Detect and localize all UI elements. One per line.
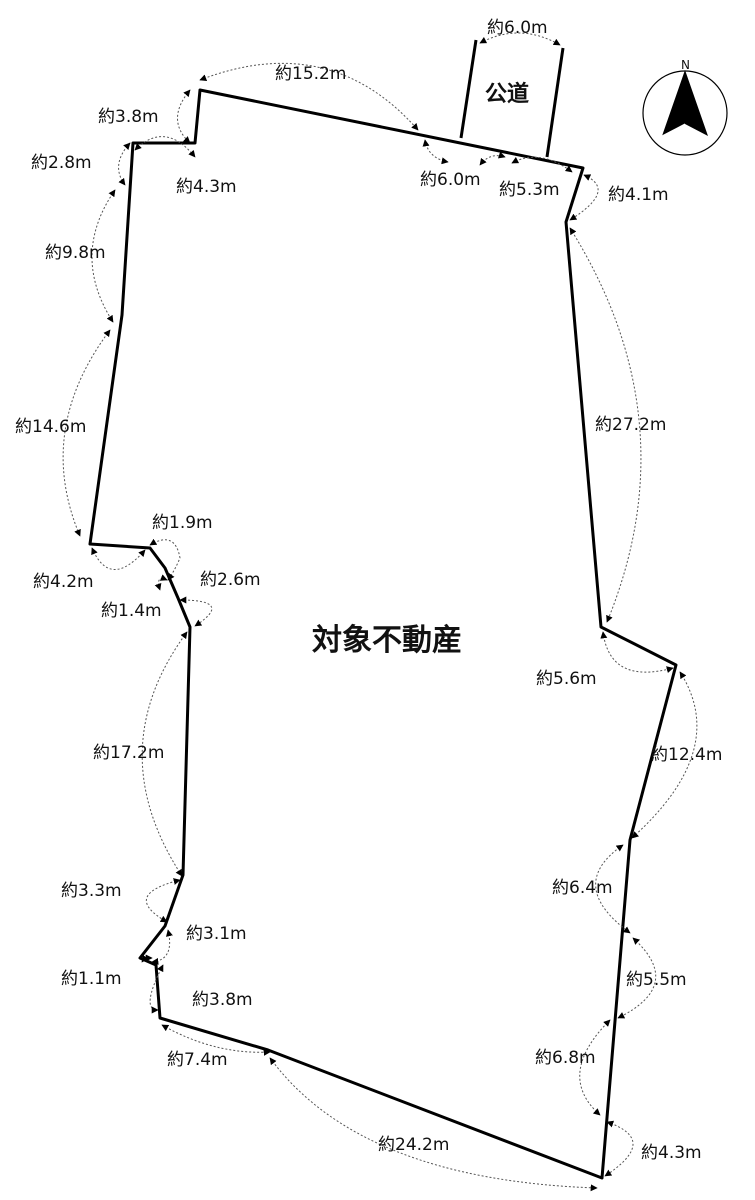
property-label: 対象不動産	[312, 623, 462, 658]
dimension-label: 約1.4m	[101, 601, 162, 621]
dimension-label: 約24.2m	[378, 1135, 449, 1155]
dimension-label: 約3.8m	[98, 107, 159, 127]
dimension-label: 約1.9m	[152, 513, 213, 533]
dimension-label: 約17.2m	[93, 743, 164, 763]
north-arrow: N	[642, 58, 728, 156]
dimension-label: 約5.3m	[499, 180, 560, 200]
dimension-labels: 約6.0m 約15.2m 約3.8m 約2.8m 約4.3m 約9.8m 約6.…	[15, 18, 722, 1163]
dimension-label: 約6.8m	[535, 1048, 596, 1068]
dimension-label: 約4.3m	[641, 1143, 702, 1163]
dimension-label: 約1.1m	[61, 969, 122, 989]
dimension-label: 約4.1m	[608, 185, 669, 205]
north-arrow-icon	[662, 70, 708, 136]
road-line-right	[545, 47, 565, 158]
dimension-label: 約27.2m	[595, 415, 666, 435]
dimension-label: 約5.6m	[536, 669, 597, 689]
dimension-arcs	[62, 32, 698, 1192]
dimension-label: 約14.6m	[15, 417, 86, 437]
north-label: N	[681, 58, 690, 72]
road-label: 公道	[485, 81, 529, 107]
dimension-label: 約7.4m	[167, 1050, 228, 1070]
dimension-label: 約12.4m	[651, 745, 722, 765]
dimension-label: 約9.8m	[45, 243, 106, 263]
dimension-label: 約6.0m	[487, 18, 548, 38]
dimension-label: 約15.2m	[275, 64, 346, 84]
dimension-label: 約6.0m	[420, 170, 481, 190]
dimension-label: 約4.2m	[33, 572, 94, 592]
dimension-label: 約3.1m	[186, 924, 247, 944]
dimension-label: 約5.5m	[626, 970, 687, 990]
road-line-left	[459, 39, 478, 139]
dimension-label: 約3.8m	[192, 990, 253, 1010]
dimension-label: 約4.3m	[176, 177, 237, 197]
dimension-label: 約6.4m	[552, 878, 613, 898]
dimension-label: 約3.3m	[61, 881, 122, 901]
dimension-label: 約2.6m	[200, 570, 261, 590]
dimension-label: 約2.8m	[31, 153, 92, 173]
